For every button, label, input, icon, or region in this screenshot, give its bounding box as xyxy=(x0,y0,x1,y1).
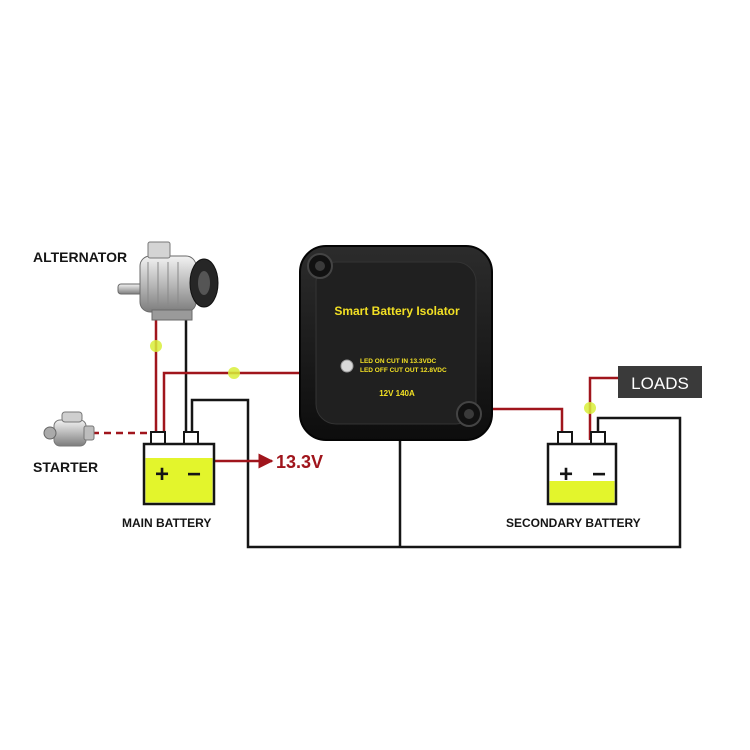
loads-positive-wire xyxy=(588,376,624,440)
rating-text: 12V 140A xyxy=(379,389,415,398)
main-battery: + − xyxy=(142,431,216,506)
status-led xyxy=(340,359,354,373)
junction-dot xyxy=(228,367,240,379)
battery-isolator: Smart Battery Isolator LED ON CUT IN 13.… xyxy=(299,245,493,441)
alternator-icon xyxy=(117,241,219,321)
negative-wires xyxy=(184,318,682,549)
loads-label: LOADS xyxy=(631,374,689,393)
voltage-label: 13.3V xyxy=(276,452,323,472)
positive-wires xyxy=(154,318,624,469)
led-on-text: LED ON CUT IN 13.3VDC xyxy=(360,358,437,365)
isolator-to-secondary-wire xyxy=(490,407,564,440)
led-off-text: LED OFF CUT OUT 12.8VDC xyxy=(360,367,447,374)
isolator-title: Smart Battery Isolator xyxy=(334,304,460,318)
main-ground-wire xyxy=(190,398,400,549)
secondary-battery: + − xyxy=(546,431,618,506)
secondary-battery-label: SECONDARY BATTERY xyxy=(506,516,641,530)
alternator-label: ALTERNATOR xyxy=(33,249,127,265)
loads-box: LOADS xyxy=(618,366,702,398)
secondary-ground-wire xyxy=(400,416,682,549)
starter-label: STARTER xyxy=(33,459,98,475)
main-battery-minus: − xyxy=(187,461,201,488)
secondary-battery-plus: + xyxy=(559,461,573,488)
starter-icon xyxy=(43,411,95,447)
main-battery-label: MAIN BATTERY xyxy=(122,516,211,530)
junction-dot xyxy=(584,402,596,414)
junction-dot xyxy=(150,340,162,352)
secondary-battery-minus: − xyxy=(592,461,606,488)
main-battery-plus: + xyxy=(155,461,169,488)
main-to-isolator-wire xyxy=(162,371,304,440)
